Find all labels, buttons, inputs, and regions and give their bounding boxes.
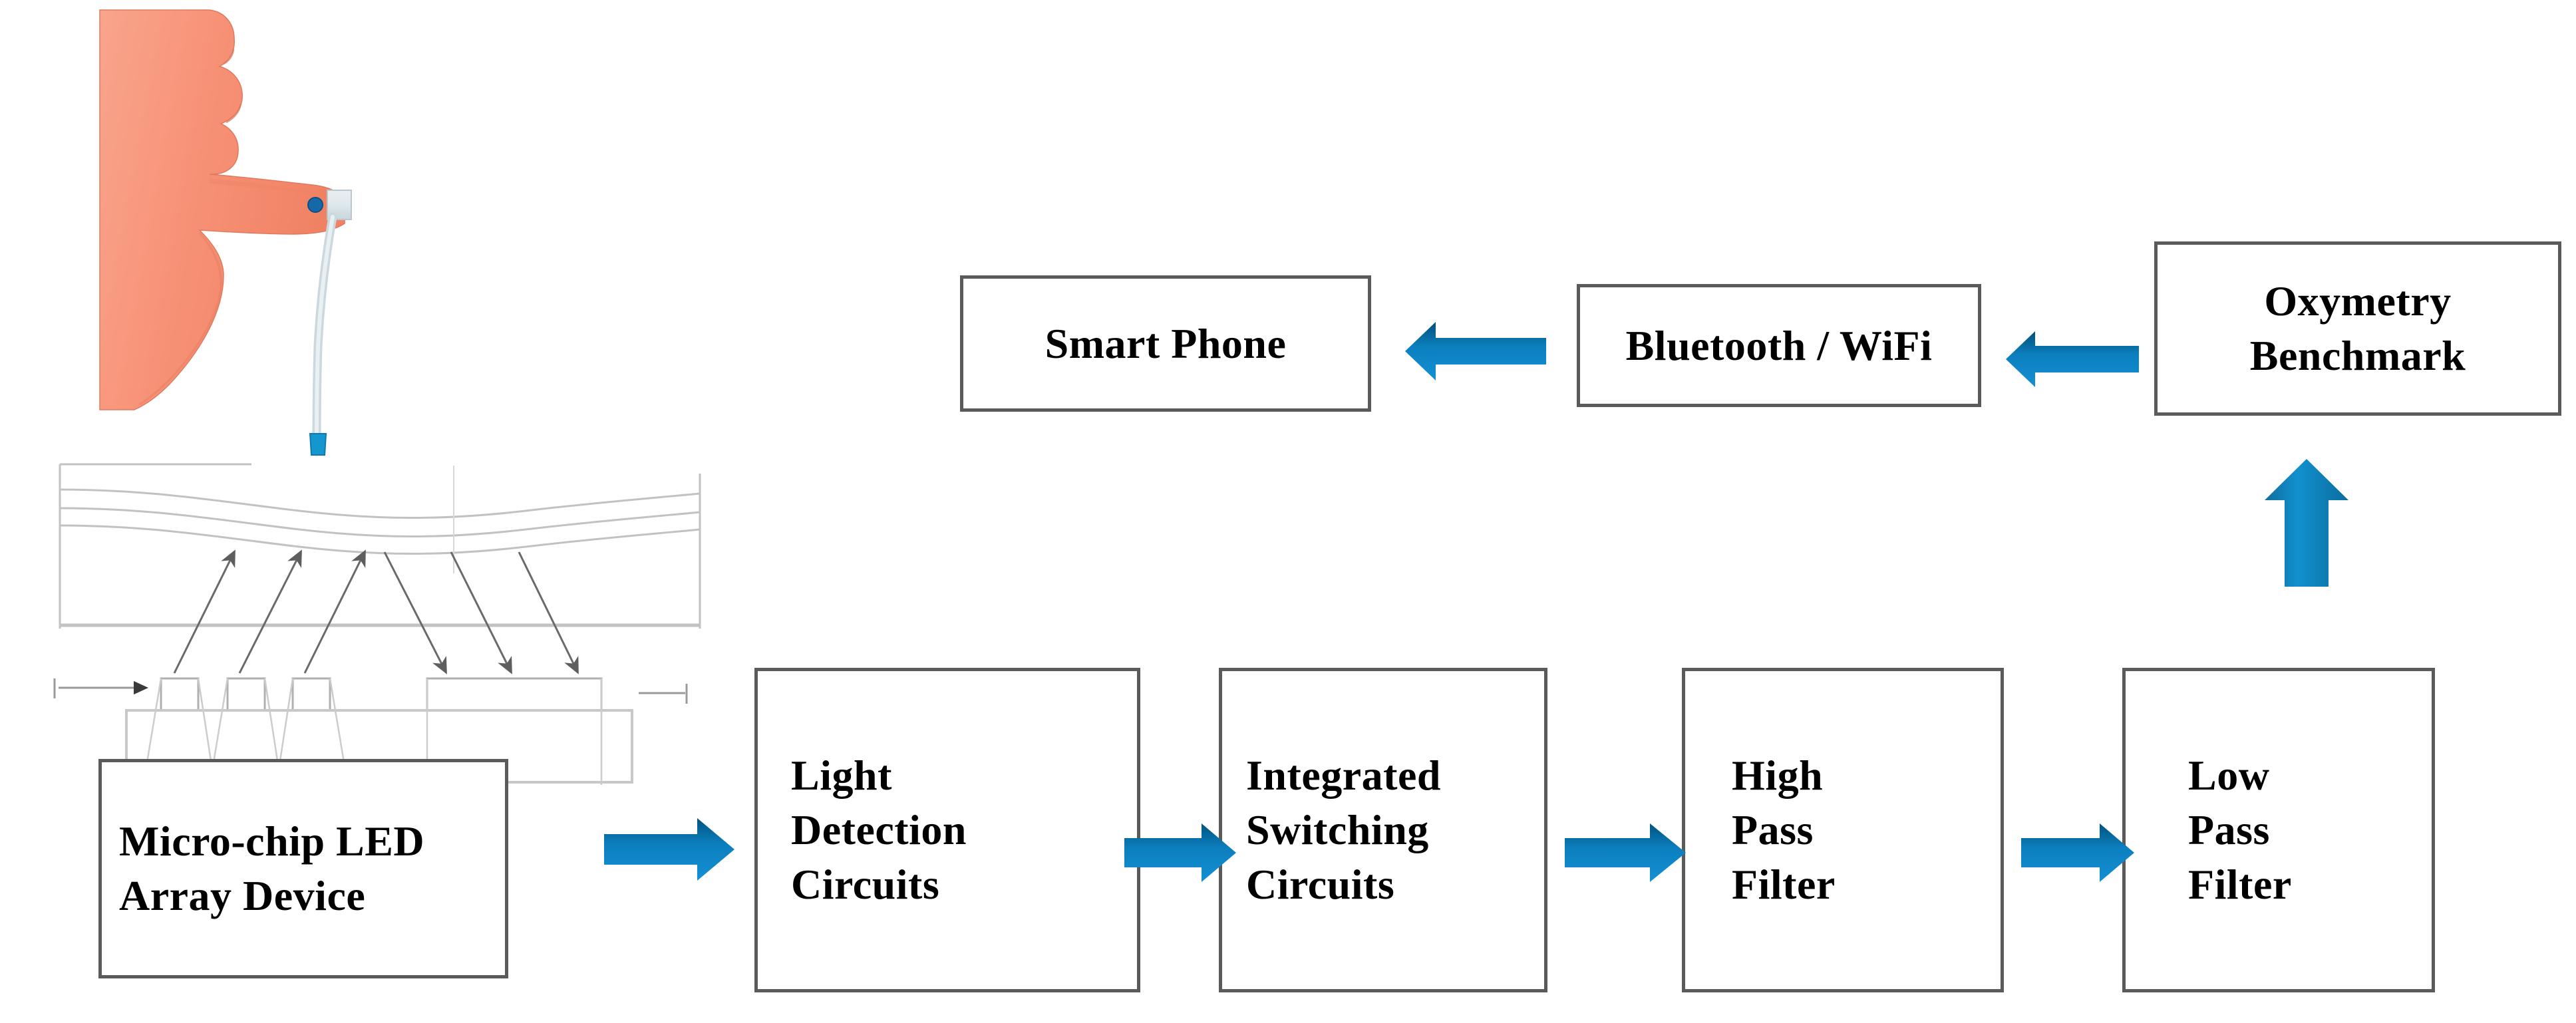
box-label-smart-phone: Smart Phone: [1045, 319, 1287, 367]
box-bluetooth-wifi[interactable]: Bluetooth / WiFi: [1577, 284, 1981, 407]
arrow-right-led-array-to-light-detection: [604, 813, 734, 886]
box-label-high-pass-filter: High Pass Filter: [1732, 752, 1836, 908]
cable-connector-tip: [309, 433, 327, 456]
box-label-integrated-switching-circuits: Integrated Switching Circuits: [1246, 752, 1441, 908]
box-label-light-detection-circuits: Light Detection Circuits: [791, 752, 967, 908]
sensor-led-dot: [307, 197, 323, 213]
hand-with-finger-sensor-illustration: [93, 0, 373, 486]
box-micro-chip-led-array[interactable]: Micro-chip LED Array Device: [98, 759, 508, 978]
skin-tissue-cross-section-illustration: [20, 459, 738, 785]
box-label-bluetooth-wifi: Bluetooth / WiFi: [1625, 321, 1933, 369]
arrow-left-oxymetry-to-bluetooth: [2006, 319, 2139, 399]
box-label-low-pass-filter: Low Pass Filter: [2188, 752, 2292, 908]
hand-shape: [99, 9, 345, 410]
arrow-right-high-pass-to-low-pass: [2021, 821, 2134, 885]
arrow-left-bluetooth-to-smart-phone: [1405, 311, 1546, 391]
box-low-pass-filter[interactable]: Low Pass Filter: [2122, 668, 2435, 992]
box-label-micro-chip-led-array: Micro-chip LED Array Device: [119, 817, 425, 919]
led-photodiode-array: [160, 677, 603, 712]
box-oxymetry-benchmark[interactable]: Oxymetry Benchmark: [2154, 241, 2561, 416]
arrow-up-low-pass-filter-to-oxymetry: [2265, 459, 2348, 587]
arrow-right-integrated-switching-to-high-pass: [1565, 821, 1686, 885]
arrow-right-light-detection-to-integrated-switching: [1124, 821, 1236, 885]
box-light-detection-circuits[interactable]: Light Detection Circuits: [754, 668, 1140, 992]
box-integrated-switching-circuits[interactable]: Integrated Switching Circuits: [1219, 668, 1547, 992]
box-label-oxymetry-benchmark: Oxymetry Benchmark: [2249, 277, 2466, 379]
box-high-pass-filter[interactable]: High Pass Filter: [1682, 668, 2004, 992]
finger-sensor-probe: [307, 190, 352, 456]
reflected-light-rays: [383, 551, 579, 674]
dimension-markers: [53, 678, 688, 704]
box-smart-phone[interactable]: Smart Phone: [960, 275, 1371, 412]
emitted-light-rays: [173, 549, 366, 674]
